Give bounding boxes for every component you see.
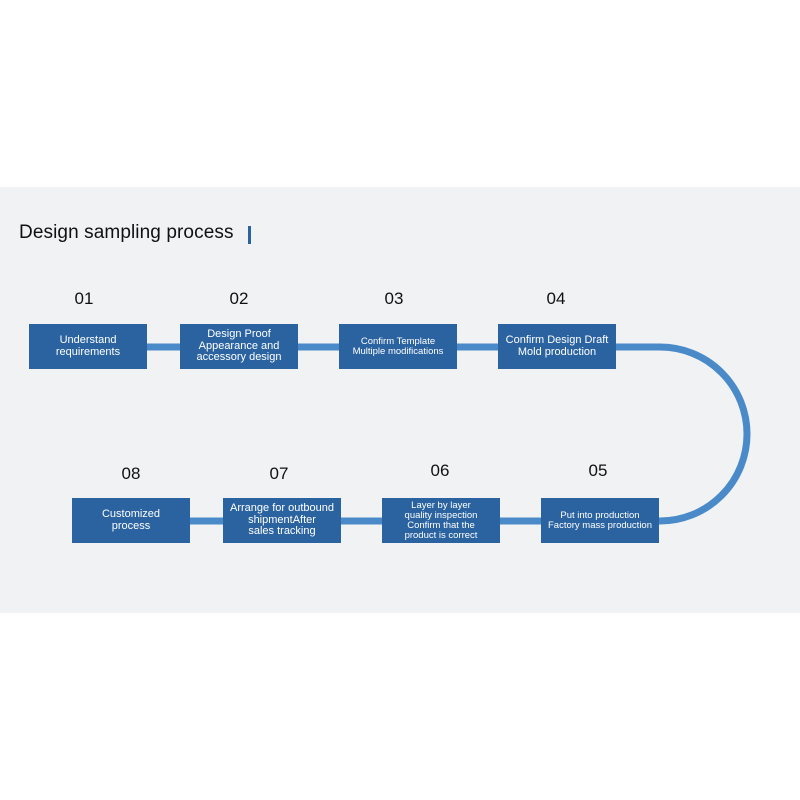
step-06-line-2: quality inspection xyxy=(404,509,478,521)
step-number-03: 03 xyxy=(384,289,404,308)
step-04-line-2: Mold production xyxy=(517,345,597,358)
step-06-line-4: product is correct xyxy=(404,529,478,541)
step-02-line-3: accessory design xyxy=(196,351,282,364)
step-box-02: Design Proof Appearance and accessory de… xyxy=(180,324,298,369)
step-07-line-2: shipmentAfter xyxy=(248,513,316,526)
step-box-08: Customized process xyxy=(72,498,190,543)
step-06-line-3: Confirm that the xyxy=(407,519,475,531)
step-box-06: Layer by layer quality inspection Confir… xyxy=(382,498,500,543)
step-07-line-1: Arrange for outbound xyxy=(230,502,334,515)
step-number-06: 06 xyxy=(430,461,450,480)
step-03-line-2: Multiple modifications xyxy=(352,345,444,357)
step-01-line-2: requirements xyxy=(55,345,121,358)
step-07-line-3: sales tracking xyxy=(248,525,316,538)
step-box-01: Understand requirements xyxy=(29,324,147,369)
step-box-05: Put into production Factory mass product… xyxy=(541,498,659,543)
step-05-line-2: Factory mass production xyxy=(547,519,652,531)
step-number-07: 07 xyxy=(269,464,289,483)
step-box-07: Arrange for outbound shipmentAfter sales… xyxy=(223,498,341,543)
step-05-line-1: Put into production xyxy=(560,509,640,521)
step-04-line-1: Confirm Design Draft xyxy=(505,334,609,346)
step-number-01: 01 xyxy=(74,289,94,308)
step-02-line-1: Design Proof xyxy=(207,328,271,341)
step-box-04: Confirm Design Draft Mold production xyxy=(498,324,616,369)
step-number-04: 04 xyxy=(546,289,566,308)
step-box-03: Confirm Template Multiple modifications xyxy=(339,324,457,369)
step-number-05: 05 xyxy=(588,461,608,480)
step-08-line-2: process xyxy=(111,519,151,532)
step-number-02: 02 xyxy=(229,289,249,308)
step-01-line-1: Understand xyxy=(59,334,117,346)
section-title: Design sampling process xyxy=(19,222,234,243)
connector-04-05-curve xyxy=(614,343,751,525)
step-number-08: 08 xyxy=(121,464,141,483)
step-06-line-1: Layer by layer xyxy=(411,499,471,511)
title-accent-bar xyxy=(248,226,251,244)
step-03-line-1: Confirm Template xyxy=(360,335,436,347)
step-02-line-2: Appearance and xyxy=(198,339,280,352)
step-08-line-1: Customized xyxy=(101,508,161,520)
